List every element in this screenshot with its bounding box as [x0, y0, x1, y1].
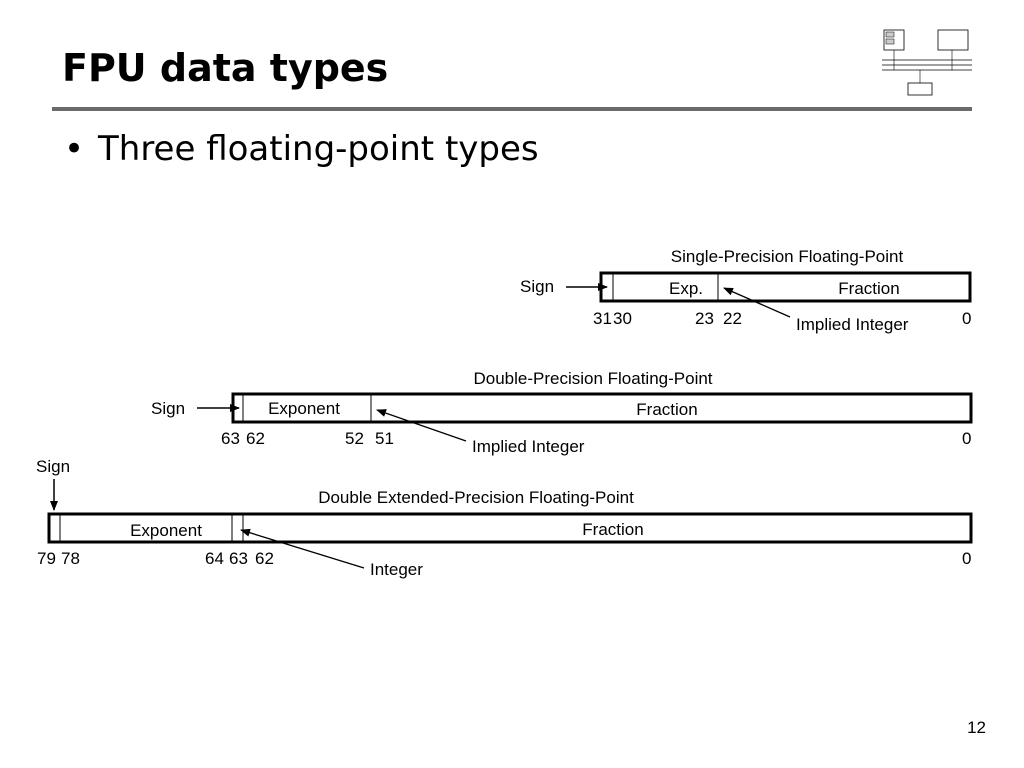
single-bit-23: 23 — [695, 309, 714, 328]
double-bit-63: 63 — [221, 429, 240, 448]
double-title: Double-Precision Floating-Point — [473, 369, 712, 388]
single-sign-label: Sign — [520, 277, 554, 296]
extended-precision-format: Sign Double Extended-Precision Floating-… — [36, 457, 973, 579]
double-register-box — [231, 392, 973, 424]
single-bit-30: 30 — [613, 309, 632, 328]
extended-bit-62: 62 — [255, 549, 274, 568]
extended-bit-78: 78 — [61, 549, 80, 568]
extended-register-box — [47, 512, 973, 544]
extended-bit-79: 79 — [37, 549, 56, 568]
extended-fraction-label: Fraction — [582, 520, 643, 539]
bullet-item: • Three floating-point types — [64, 127, 539, 171]
double-sign-label: Sign — [151, 399, 185, 418]
double-implied-label: Implied Integer — [472, 437, 585, 456]
double-bit-0: 0 — [962, 429, 971, 448]
double-bit-52: 52 — [345, 429, 364, 448]
double-bit-62: 62 — [246, 429, 265, 448]
double-exp-label: Exponent — [268, 399, 340, 418]
double-implied-arrow-icon — [376, 409, 467, 442]
single-exp-label: Exp. — [669, 279, 703, 298]
extended-integer-arrow-icon — [240, 528, 365, 569]
extended-exp-label: Exponent — [130, 521, 202, 540]
single-register-box — [599, 271, 972, 303]
bullet-text: Three floating-point types — [98, 129, 539, 169]
architecture-thumbnail-icon — [882, 29, 972, 96]
single-fraction-label: Fraction — [838, 279, 899, 298]
title-divider — [52, 107, 972, 111]
extended-bit-64: 64 — [205, 549, 224, 568]
extended-bit-0: 0 — [962, 549, 971, 568]
single-bit-31: 31 — [593, 309, 612, 328]
single-implied-arrow-icon — [723, 287, 791, 318]
extended-title: Double Extended-Precision Floating-Point — [318, 488, 634, 507]
single-title: Single-Precision Floating-Point — [671, 247, 904, 266]
extended-bit-63: 63 — [229, 549, 248, 568]
single-bit-0: 0 — [962, 309, 971, 328]
slide-title: FPU data types — [62, 46, 389, 90]
double-bit-51: 51 — [375, 429, 394, 448]
single-implied-label: Implied Integer — [796, 315, 909, 334]
bullet-dot-icon: • — [64, 129, 85, 169]
double-fraction-label: Fraction — [636, 400, 697, 419]
single-bit-22: 22 — [723, 309, 742, 328]
extended-integer-label: Integer — [370, 560, 423, 579]
double-precision-format: Double-Precision Floating-Point Exponent… — [151, 369, 973, 456]
single-precision-format: Single-Precision Floating-Point Exp. Fra… — [520, 247, 972, 334]
extended-sign-label: Sign — [36, 457, 70, 476]
page-number: 12 — [967, 718, 986, 737]
